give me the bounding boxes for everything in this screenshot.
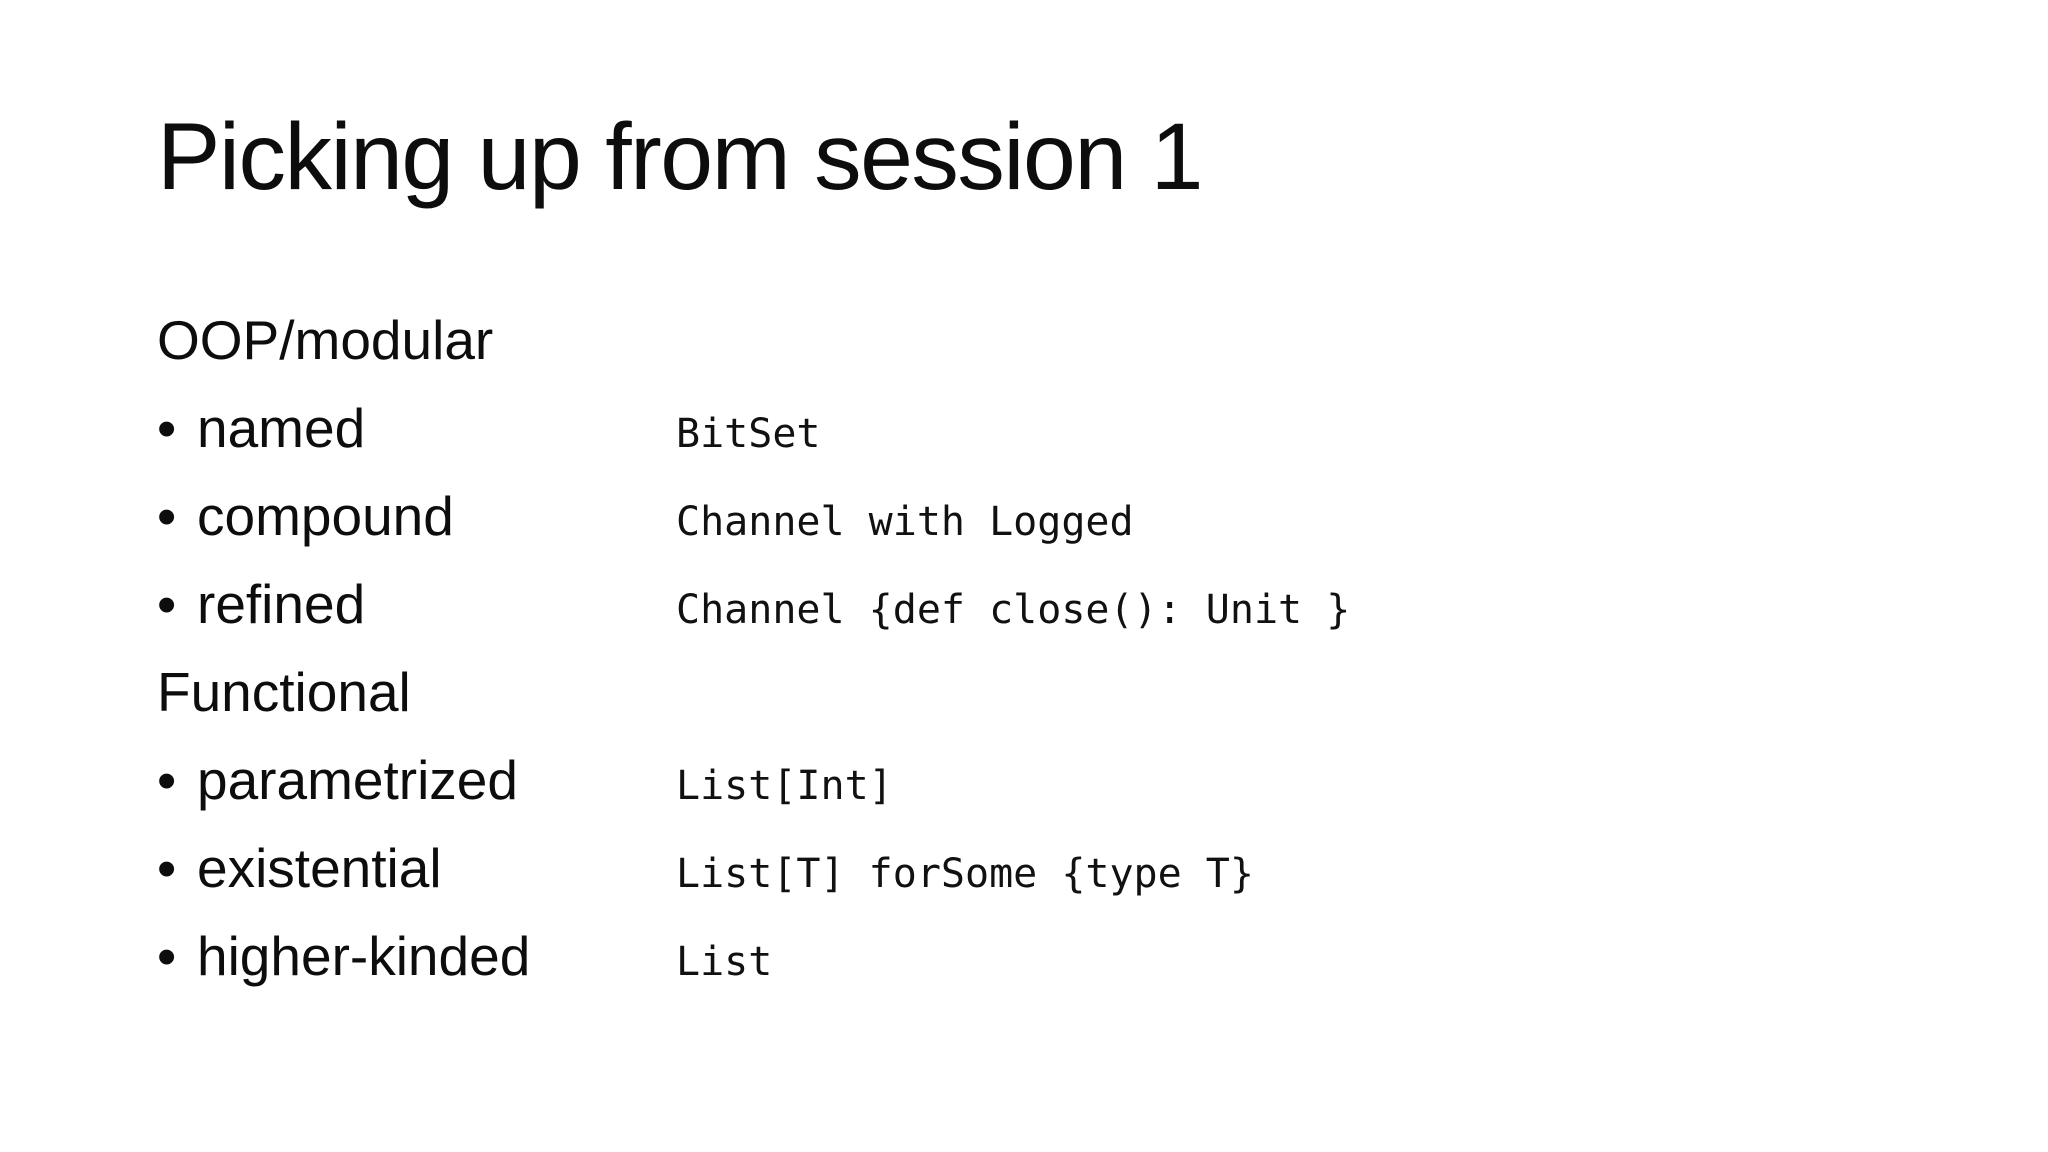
- bullet-term: parametrized: [197, 749, 518, 811]
- bullet-term: refined: [197, 573, 366, 635]
- bullet-item-compound: • compound Channel with Logged: [157, 472, 1350, 560]
- bullet-icon: •: [157, 485, 177, 547]
- bullet-term: named: [197, 397, 366, 459]
- slide-body: OOP/modular • named BitSet • compound Ch…: [157, 296, 1350, 1000]
- bullet-icon: •: [157, 397, 177, 459]
- section-heading-label: OOP/modular: [157, 309, 494, 371]
- bullet-term: existential: [197, 837, 442, 899]
- bullet-icon: •: [157, 925, 177, 987]
- bullet-item-named: • named BitSet: [157, 384, 1350, 472]
- section-heading-oop-modular: OOP/modular: [157, 296, 1350, 384]
- code-example: List: [676, 939, 773, 985]
- code-example: BitSet: [676, 411, 821, 457]
- bullet-term: higher-kinded: [197, 925, 531, 987]
- section-heading-functional: Functional: [157, 648, 1350, 736]
- bullet-icon: •: [157, 749, 177, 811]
- code-example: Channel {def close(): Unit }: [676, 587, 1351, 633]
- bullet-item-higher-kinded: • higher-kinded List: [157, 912, 1350, 1000]
- section-heading-label: Functional: [157, 661, 411, 723]
- bullet-item-existential: • existential List[T] forSome {type T}: [157, 824, 1350, 912]
- bullet-item-parametrized: • parametrized List[Int]: [157, 736, 1350, 824]
- bullet-icon: •: [157, 837, 177, 899]
- code-example: Channel with Logged: [676, 499, 1134, 545]
- slide-title: Picking up from session 1: [157, 104, 1203, 210]
- code-example: List[T] forSome {type T}: [676, 851, 1254, 897]
- bullet-term: compound: [197, 485, 454, 547]
- bullet-icon: •: [157, 573, 177, 635]
- code-example: List[Int]: [676, 763, 893, 809]
- bullet-item-refined: • refined Channel {def close(): Unit }: [157, 560, 1350, 648]
